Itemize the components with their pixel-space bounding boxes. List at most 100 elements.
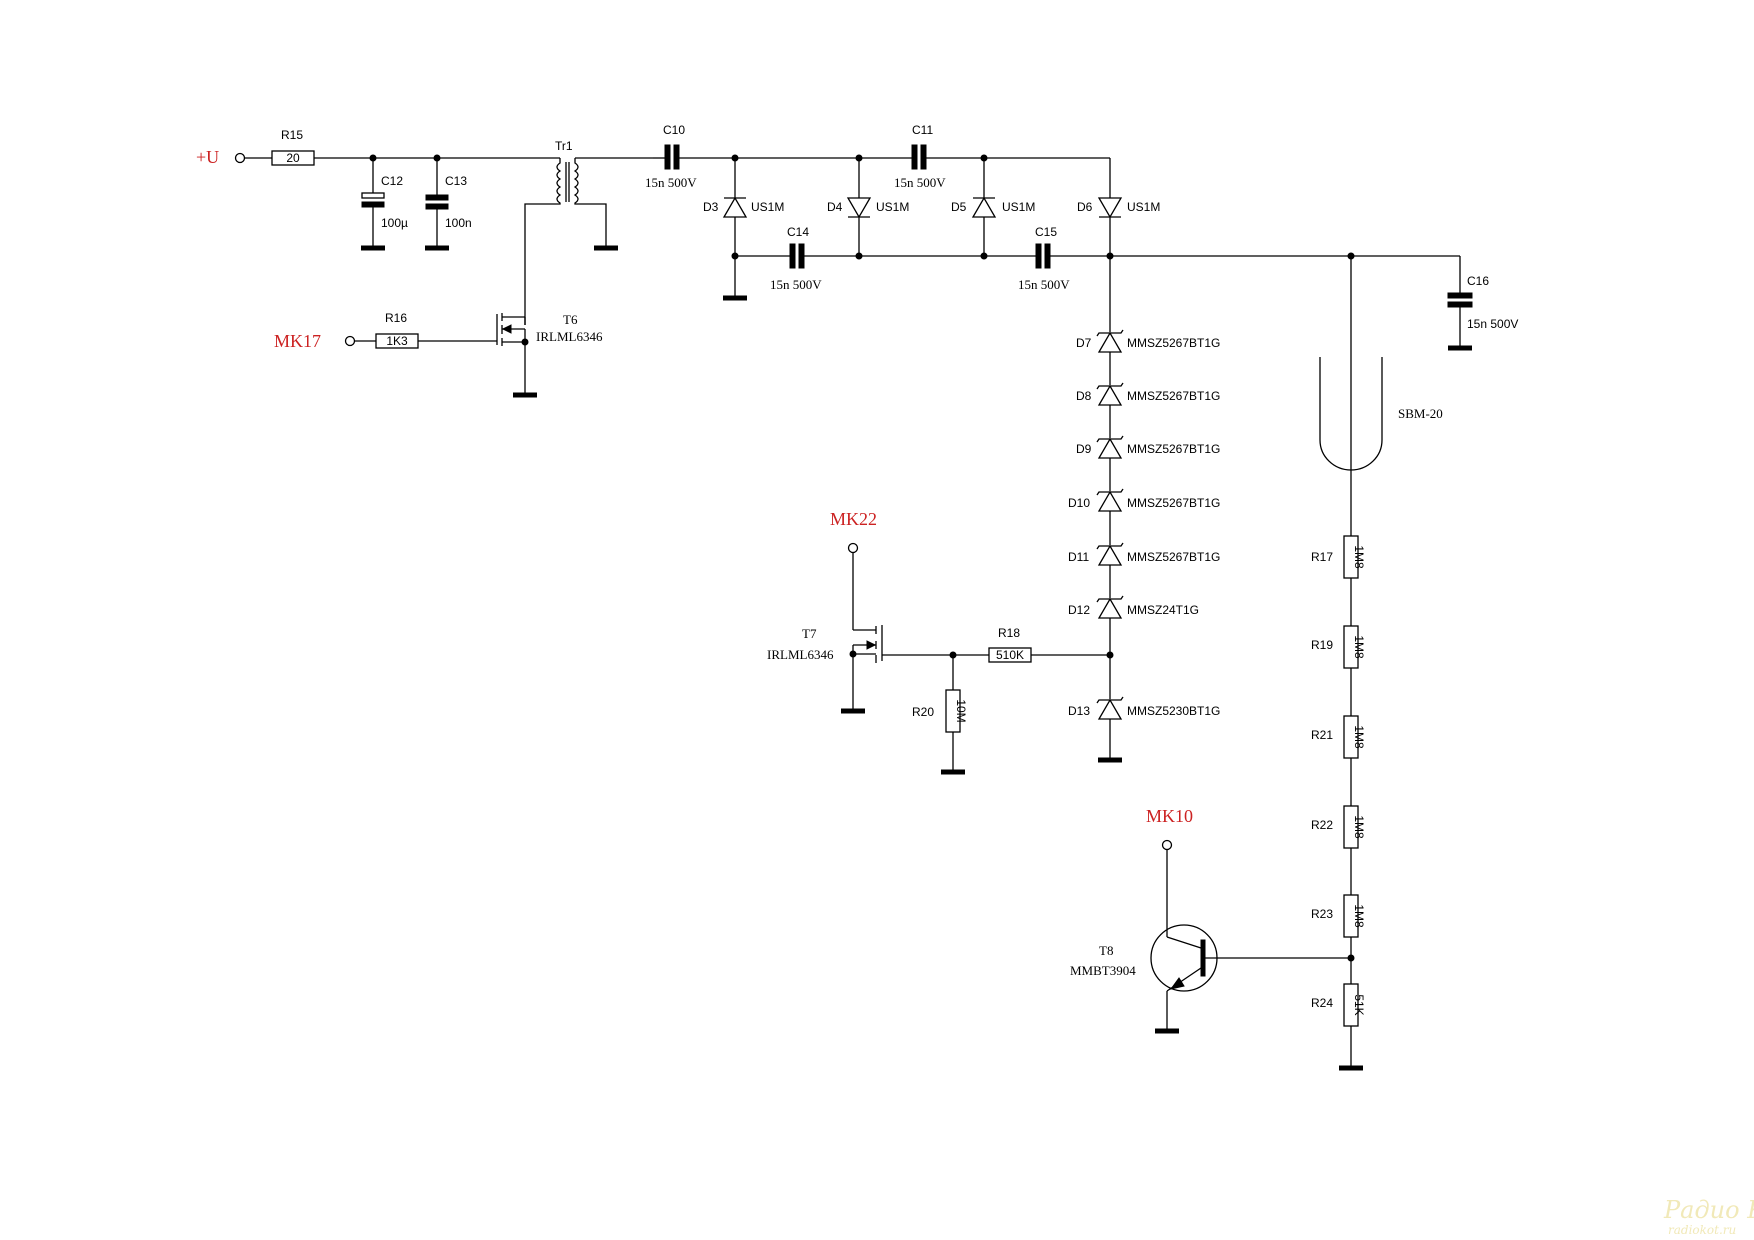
capacitor-c12: C12 100µ — [361, 158, 408, 251]
c15-ref: C15 — [1035, 225, 1057, 239]
d3-ref: D3 — [703, 200, 719, 214]
resistor-r19: R19 1M8 — [1311, 625, 1366, 669]
t6-ref: T6 — [563, 312, 578, 327]
t7-ref: T7 — [802, 626, 817, 641]
mk17-input: MK17 R16 1K3 — [274, 311, 497, 351]
mosfet-t6: T6 IRLML6346 — [496, 312, 603, 398]
c16-value: 15n 500V — [1467, 317, 1518, 331]
diode-d5: D5 US1M — [951, 158, 1035, 256]
mk10-input: MK10 — [1146, 806, 1193, 937]
mk22-input: MK22 — [830, 509, 877, 631]
transformer-tr1: Tr1 — [524, 139, 653, 325]
r16-ref: R16 — [385, 311, 407, 325]
r21-value: 1M8 — [1352, 725, 1366, 749]
mosfet-t7: T7 IRLML6346 — [767, 625, 953, 714]
resistor-r24: R24 51K — [1311, 983, 1366, 1071]
zener-d10: D10 MMSZ5267BT1G — [1068, 488, 1220, 545]
r15-ref: R15 — [281, 128, 303, 142]
d7-part: MMSZ5267BT1G — [1127, 336, 1220, 350]
d13-part: MMSZ5230BT1G — [1127, 704, 1220, 718]
c11-value: 15n 500V — [894, 175, 946, 190]
c12-value: 100µ — [381, 216, 408, 230]
d12-ref: D12 — [1068, 603, 1090, 617]
d7-ref: D7 — [1076, 336, 1092, 350]
terminal-mk10 — [1161, 839, 1173, 851]
c16-ref: C16 — [1467, 274, 1489, 288]
diode-d4: D4 US1M — [827, 158, 909, 256]
diode-d3: D3 US1M — [703, 158, 784, 301]
r16-value: 1K3 — [386, 334, 408, 348]
r19-ref: R19 — [1311, 638, 1333, 652]
c12-ref: C12 — [381, 174, 403, 188]
t7-part: IRLML6346 — [767, 647, 834, 662]
terminal-mk22 — [847, 542, 859, 554]
r24-ref: R24 — [1311, 996, 1333, 1010]
watermark-logo: Радио КОТ radiokot.ru — [1663, 1196, 1754, 1237]
c11-ref: C11 — [912, 123, 933, 137]
transistor-t8: T8 MMBT3904 — [1070, 924, 1351, 1034]
resistor-r21: R21 1M8 — [1311, 715, 1366, 759]
d6-part: US1M — [1127, 200, 1160, 214]
r17-ref: R17 — [1311, 550, 1333, 564]
terminal-supply — [234, 152, 246, 164]
resistor-r23: R23 1M8 — [1311, 894, 1366, 938]
tube-ref: SBM-20 — [1398, 406, 1443, 421]
d9-ref: D9 — [1076, 442, 1092, 456]
resistor-r15: R15 20 — [271, 128, 315, 166]
c14-ref: C14 — [787, 225, 809, 239]
d13-ref: D13 — [1068, 704, 1090, 718]
t8-part: MMBT3904 — [1070, 963, 1136, 978]
r17-value: 1M8 — [1352, 545, 1366, 569]
c14-value: 15n 500V — [770, 277, 822, 292]
terminal-mk17 — [344, 335, 356, 347]
d5-part: US1M — [1002, 200, 1035, 214]
zener-d12: D12 MMSZ24T1G — [1068, 595, 1199, 699]
capacitor-c14: C14 15n 500V — [770, 225, 822, 292]
d8-ref: D8 — [1076, 389, 1092, 403]
r18-ref: R18 — [998, 626, 1020, 640]
watermark-site: radiokot.ru — [1668, 1223, 1736, 1237]
capacitor-c10: C10 15n 500V — [645, 123, 859, 190]
d3-part: US1M — [751, 200, 784, 214]
d12-part: MMSZ24T1G — [1127, 603, 1199, 617]
tr1-ref: Tr1 — [555, 139, 573, 153]
zener-d8: D8 MMSZ5267BT1G — [1076, 382, 1220, 438]
d11-part: MMSZ5267BT1G — [1127, 550, 1220, 564]
r22-value: 1M8 — [1352, 815, 1366, 839]
t6-part: IRLML6346 — [536, 329, 603, 344]
r15-value: 20 — [286, 151, 300, 165]
net-label-mk17: MK17 — [274, 331, 321, 351]
supply-input: +U — [196, 147, 272, 167]
d4-part: US1M — [876, 200, 909, 214]
r23-value: 1M8 — [1352, 904, 1366, 928]
r20-ref: R20 — [912, 705, 934, 719]
r24-value: 51K — [1352, 994, 1366, 1015]
resistor-r22: R22 1M8 — [1311, 805, 1366, 849]
diode-d6: D6 US1M — [1077, 158, 1160, 256]
d5-ref: D5 — [951, 200, 967, 214]
zener-d9: D9 MMSZ5267BT1G — [1076, 435, 1220, 491]
c10-value: 15n 500V — [645, 175, 697, 190]
net-label-supply: +U — [196, 147, 219, 167]
r18-value: 510K — [996, 648, 1024, 662]
zener-d13: D13 MMSZ5230BT1G — [1068, 696, 1220, 763]
r21-ref: R21 — [1311, 728, 1333, 742]
capacitor-c11: C11 15n 500V — [859, 123, 1110, 190]
r19-value: 1M8 — [1352, 635, 1366, 659]
c13-value: 100n — [445, 216, 472, 230]
resistor-r17: R17 1M8 — [1311, 535, 1366, 579]
resistor-r18: R18 510K — [953, 626, 1110, 663]
net-label-mk10: MK10 — [1146, 806, 1193, 826]
c15-value: 15n 500V — [1018, 277, 1070, 292]
watermark-logo-text: Радио КОТ — [1663, 1196, 1754, 1224]
c13-ref: C13 — [445, 174, 467, 188]
geiger-tube: SBM-20 — [1319, 357, 1443, 471]
zener-d11: D11 MMSZ5267BT1G — [1068, 542, 1220, 598]
d6-ref: D6 — [1077, 200, 1093, 214]
d11-ref: D11 — [1068, 550, 1089, 564]
r22-ref: R22 — [1311, 818, 1333, 832]
capacitor-c15: C15 15n 500V — [1018, 225, 1070, 292]
d9-part: MMSZ5267BT1G — [1127, 442, 1220, 456]
